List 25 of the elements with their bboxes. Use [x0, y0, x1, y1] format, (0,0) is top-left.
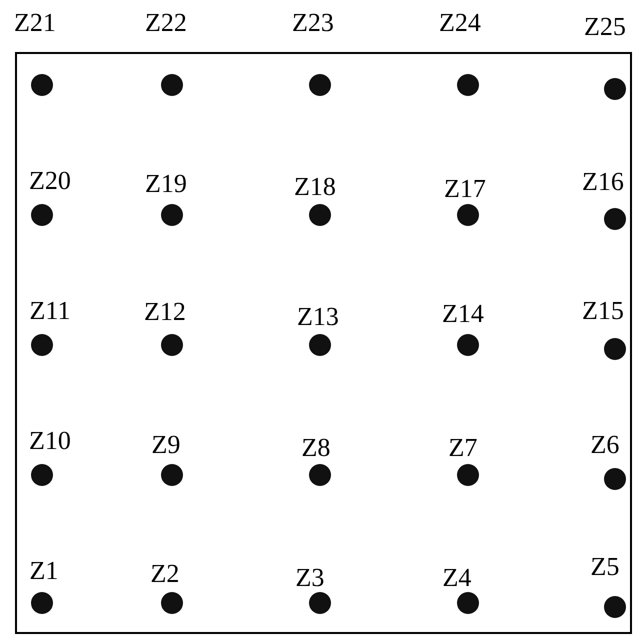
point-label: Z17 — [444, 176, 486, 202]
point-label: Z18 — [294, 174, 336, 200]
point-label: Z9 — [152, 432, 180, 458]
point-label: Z24 — [439, 10, 481, 36]
point-label: Z5 — [590, 554, 620, 580]
point-label: Z10 — [29, 428, 71, 454]
point-label: Z20 — [29, 168, 71, 194]
point-label: Z2 — [150, 561, 180, 587]
point-label: Z12 — [144, 299, 186, 325]
point-label: Z11 — [30, 298, 70, 324]
point-label: Z4 — [442, 565, 472, 591]
point-label: Z25 — [584, 14, 626, 40]
point-label: Z15 — [582, 298, 624, 324]
point-label: Z1 — [30, 558, 58, 584]
point-label: Z7 — [448, 435, 478, 461]
point-label: Z13 — [297, 304, 339, 330]
point-label: Z6 — [590, 432, 620, 458]
point-label: Z22 — [145, 10, 187, 36]
point-label: Z16 — [582, 169, 624, 195]
point-label: Z3 — [296, 565, 324, 591]
point-label: Z19 — [145, 171, 187, 197]
point-label: Z8 — [302, 435, 330, 461]
point-label: Z14 — [442, 301, 484, 327]
point-label: Z21 — [14, 10, 56, 36]
point-label: Z23 — [292, 10, 334, 36]
